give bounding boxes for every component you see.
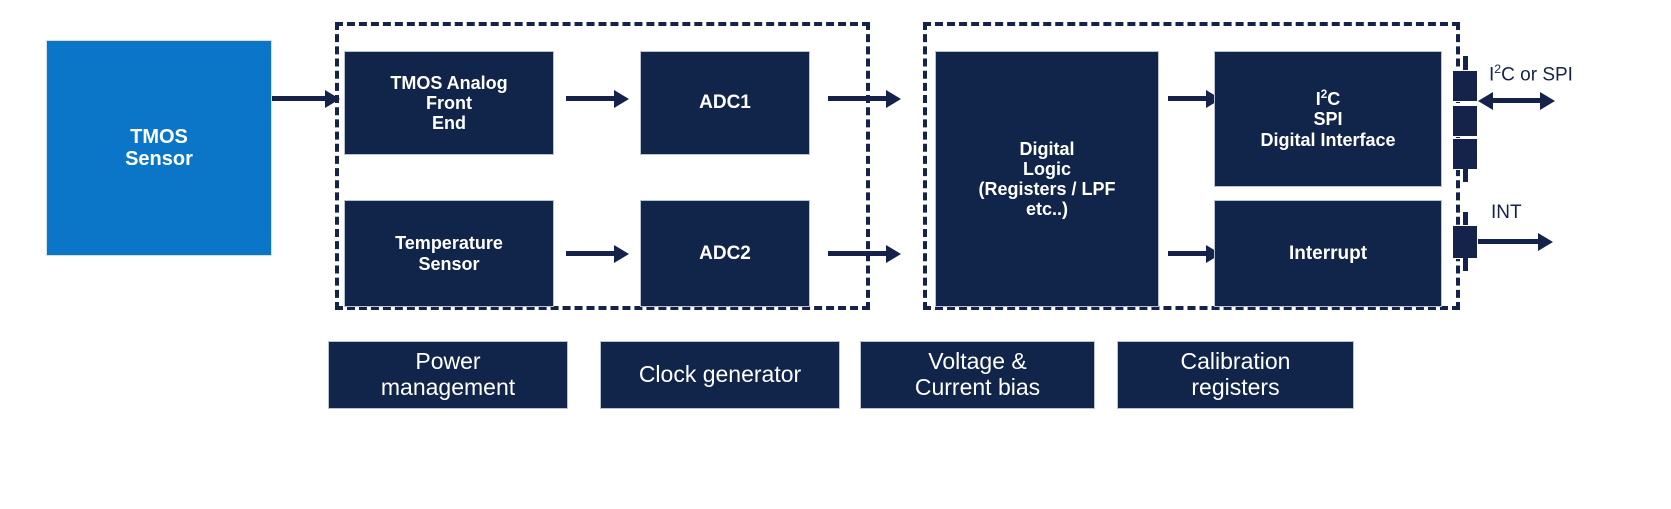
- arrowhead-i2c-spi-left: [1478, 92, 1493, 110]
- connector-adc2-to-digital-logic: [828, 251, 888, 256]
- block-adc1: ADC1: [640, 51, 810, 155]
- connector-sensor-to-afe: [272, 96, 327, 101]
- arrowhead-int-external: [1538, 233, 1553, 251]
- connector-adc1-to-digital-logic: [828, 96, 888, 101]
- connector-i2c-spi-external: [1492, 98, 1542, 103]
- block-digital-logic: Digital Logic (Registers / LPF etc..): [935, 51, 1159, 307]
- pad-int: [1452, 225, 1478, 259]
- block-power-management: Power management: [328, 341, 568, 409]
- i2c-ext-suffix: C or SPI: [1501, 64, 1573, 86]
- pad-stub-int-top: [1463, 212, 1468, 226]
- arrowhead-adc2-to-digital-logic: [886, 245, 901, 263]
- connector-afe-to-adc1: [566, 96, 616, 101]
- block-calibration-registers: Calibration registers: [1117, 341, 1354, 409]
- pad-stub-int-bottom: [1463, 257, 1468, 271]
- connector-temp-to-adc2: [566, 251, 616, 256]
- arrowhead-adc1-to-digital-logic: [886, 90, 901, 108]
- block-interrupt: Interrupt: [1214, 200, 1442, 307]
- digital-interface-line-i2c: I2C: [1316, 88, 1341, 109]
- pad-stub-top: [1463, 56, 1468, 72]
- arrowhead-temp-to-adc2: [614, 245, 629, 263]
- connector-logic-to-interrupt: [1168, 251, 1210, 256]
- connector-logic-to-interface: [1168, 96, 1210, 101]
- arrowhead-afe-to-adc1: [614, 90, 629, 108]
- block-adc2: ADC2: [640, 200, 810, 307]
- connector-int-external: [1478, 239, 1540, 244]
- i2c-label-superscript: 2: [1320, 88, 1328, 102]
- digital-interface-line-spi: SPI: [1313, 109, 1343, 130]
- pad-i2c-spi-3: [1452, 138, 1478, 170]
- block-tmos-sensor: TMOS Sensor: [46, 40, 272, 256]
- pad-stub-bottom: [1463, 168, 1468, 182]
- block-tmos-analog-front-end: TMOS Analog Front End: [344, 51, 554, 155]
- block-temperature-sensor: Temperature Sensor: [344, 200, 554, 307]
- i2c-label-c: C: [1327, 89, 1341, 110]
- digital-interface-line-label: Digital Interface: [1260, 129, 1396, 150]
- pad-i2c-spi-2: [1452, 105, 1478, 137]
- pad-i2c-spi-1: [1452, 70, 1478, 102]
- arrowhead-i2c-spi-right: [1540, 92, 1555, 110]
- analog-section-boundary: [335, 22, 870, 310]
- block-digital-interface: I2C SPI Digital Interface: [1214, 51, 1442, 187]
- block-voltage-current-bias: Voltage & Current bias: [860, 341, 1095, 409]
- label-int: INT: [1491, 202, 1522, 223]
- i2c-label-i: I: [1315, 89, 1321, 110]
- i2c-ext-prefix: I: [1489, 64, 1495, 86]
- label-i2c-or-spi: I2C or SPI: [1489, 62, 1573, 86]
- block-clock-generator: Clock generator: [600, 341, 840, 409]
- i2c-ext-superscript: 2: [1494, 62, 1502, 76]
